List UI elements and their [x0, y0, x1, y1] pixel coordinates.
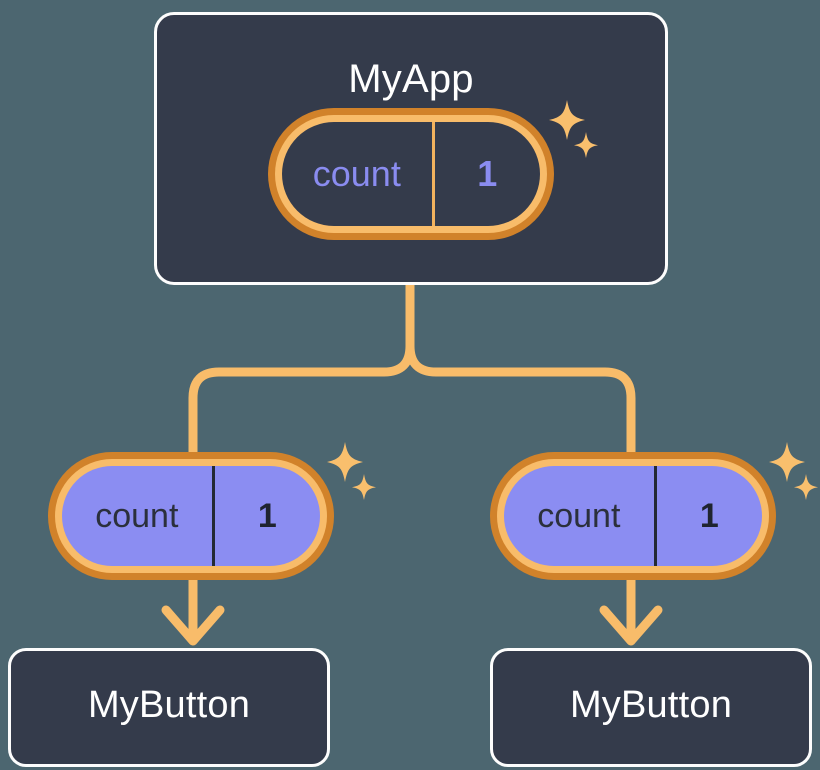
state-pill-right-value: 1 [653, 466, 762, 566]
state-pill-left-value: 1 [211, 466, 320, 566]
arrow-right-head [599, 605, 663, 646]
state-pill-myapp[interactable]: count 1 [268, 108, 554, 240]
card-mybutton-right-title: MyButton [569, 684, 733, 726]
arrow-left-head [161, 605, 225, 646]
state-pill-myapp-value: 1 [431, 122, 540, 226]
state-pill-left-body: count 1 [62, 466, 320, 566]
state-pill-right-key: count [537, 496, 621, 535]
state-pill-myapp-key: count [312, 153, 401, 194]
state-pill-right[interactable]: count 1 [490, 452, 776, 580]
state-pill-left[interactable]: count 1 [48, 452, 334, 580]
connector-right-branch [405, 280, 636, 460]
state-pill-myapp-body: count 1 [282, 122, 540, 226]
card-myapp-title: MyApp [348, 57, 474, 101]
state-pill-right-body: count 1 [504, 466, 762, 566]
connector-left-branch [188, 280, 415, 460]
state-pill-right-ring: count 1 [497, 459, 769, 573]
state-pill-left-ring: count 1 [55, 459, 327, 573]
card-mybutton-left-title: MyButton [87, 684, 251, 726]
state-pill-left-key: count [95, 496, 179, 535]
state-pill-myapp-ring: count 1 [275, 115, 547, 233]
card-mybutton-left[interactable]: MyButton [8, 648, 330, 767]
card-mybutton-right[interactable]: MyButton [490, 648, 812, 767]
